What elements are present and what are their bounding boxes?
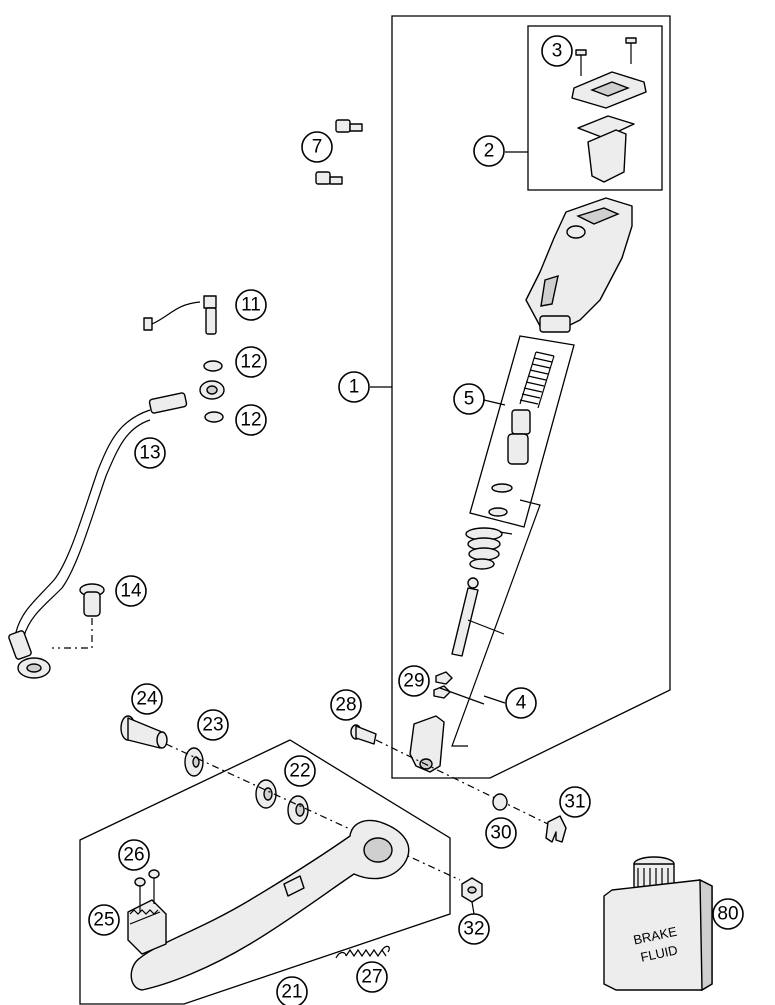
- svg-text:3: 3: [552, 41, 563, 62]
- cap-screws: [575, 37, 637, 76]
- clevis-clip: [545, 815, 567, 843]
- clevis-washer: [492, 793, 508, 811]
- svg-text:32: 32: [463, 919, 484, 940]
- svg-text:5: 5: [464, 389, 475, 410]
- washer-upper: [203, 360, 223, 372]
- callout-11: 11: [235, 289, 267, 321]
- callout-30: 30: [485, 817, 517, 849]
- callout-4: 4: [505, 687, 537, 719]
- svg-text:25: 25: [93, 910, 114, 931]
- tip-screws: [134, 869, 160, 912]
- svg-text:12: 12: [240, 410, 261, 431]
- svg-text:23: 23: [202, 715, 223, 736]
- clevis: [409, 715, 445, 773]
- master-cylinder-body: [525, 197, 633, 333]
- pedal-nut: [461, 877, 483, 903]
- callout-29: 29: [398, 665, 430, 697]
- svg-text:30: 30: [490, 823, 511, 844]
- callout-22: 22: [284, 755, 316, 787]
- svg-text:28: 28: [335, 695, 356, 716]
- pedal-pivot-axis: [165, 743, 461, 881]
- return-spring: [335, 945, 390, 959]
- clevis-pin: [350, 724, 377, 745]
- dust-boot: [465, 527, 503, 570]
- callout-32: 32: [458, 913, 490, 945]
- callout-24: 24: [131, 683, 163, 715]
- svg-text:80: 80: [717, 904, 738, 925]
- callout-13: 13: [134, 437, 166, 469]
- svg-text:29: 29: [403, 671, 424, 692]
- svg-text:26: 26: [123, 845, 144, 866]
- banjo-bolt: [79, 583, 105, 617]
- callout-2: 2: [473, 135, 505, 167]
- piston-kit-frame: [469, 335, 575, 528]
- brake-light-switch: [143, 295, 217, 335]
- banjo-bolt-axis: [52, 618, 93, 649]
- callout-12-upper: 12: [235, 346, 267, 378]
- reservoir-cap: [571, 71, 647, 109]
- pivot-washer: [184, 747, 204, 777]
- callout-80: 80: [712, 898, 744, 930]
- brake-pedal: [130, 819, 410, 991]
- svg-text:7: 7: [312, 137, 323, 158]
- bolts: [315, 119, 363, 185]
- callout-28: 28: [330, 689, 362, 721]
- leader-4: [439, 499, 541, 747]
- svg-text:4: 4: [516, 693, 527, 714]
- callout-1: 1: [338, 371, 370, 403]
- svg-text:14: 14: [120, 581, 142, 602]
- svg-text:31: 31: [564, 792, 585, 813]
- callout-26: 26: [118, 839, 150, 871]
- svg-text:12: 12: [240, 352, 261, 373]
- callout-3: 3: [541, 35, 573, 67]
- brake-fluid-bottle: [603, 856, 713, 992]
- callout-7: 7: [301, 131, 333, 163]
- reservoir-diaphragm: [577, 115, 635, 183]
- lock-nuts: [433, 671, 453, 699]
- piston: [507, 409, 531, 465]
- callout-12-lower: 12: [235, 404, 267, 436]
- reservoir-cap-frame: [527, 25, 663, 191]
- callout-23: 23: [197, 709, 229, 741]
- pedal-pivot-pin: [120, 715, 168, 749]
- piston-spring: [519, 351, 555, 409]
- callout-31: 31: [559, 786, 591, 818]
- callout-14: 14: [115, 575, 147, 607]
- callout-5: 5: [453, 383, 485, 415]
- callout-25: 25: [88, 904, 120, 936]
- svg-text:11: 11: [241, 295, 261, 316]
- brake-hose: [8, 380, 225, 679]
- clevis-pin-axis: [375, 739, 553, 827]
- svg-text:13: 13: [139, 443, 160, 464]
- washer-lower: [204, 411, 224, 423]
- svg-text:22: 22: [289, 761, 310, 782]
- svg-text:21: 21: [281, 982, 302, 1003]
- push-rod: [451, 577, 479, 657]
- master-cylinder-group-frame: [391, 15, 671, 779]
- svg-text:1: 1: [349, 377, 360, 398]
- svg-text:2: 2: [484, 141, 495, 162]
- piston-seals: [488, 483, 513, 517]
- svg-text:24: 24: [136, 689, 158, 710]
- callout-21: 21: [276, 976, 308, 1005]
- callout-27: 27: [356, 961, 388, 993]
- pedal-tip: [127, 899, 167, 955]
- brake-pedal-group-frame: [79, 739, 451, 1005]
- svg-text:27: 27: [361, 967, 382, 988]
